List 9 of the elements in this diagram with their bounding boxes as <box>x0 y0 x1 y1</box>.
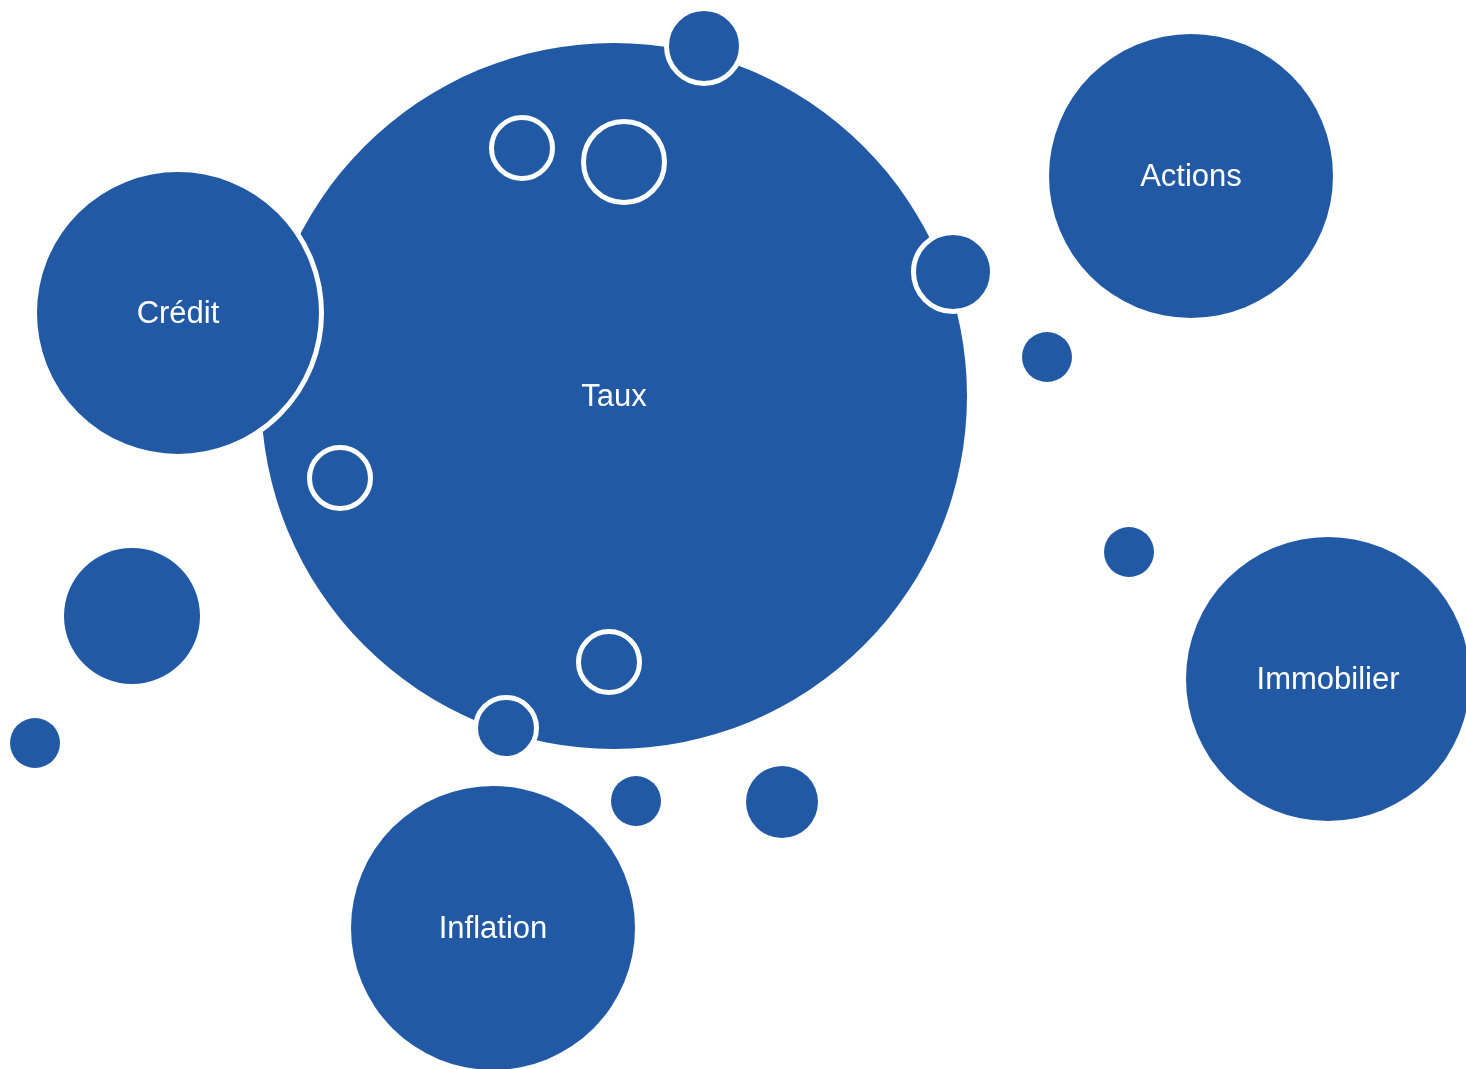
circle <box>611 776 661 826</box>
bubble-label: Immobilier <box>1256 661 1400 697</box>
bubble-label: Taux <box>581 378 647 414</box>
circle <box>1022 332 1072 382</box>
circle <box>1104 527 1154 577</box>
bubble-label: Crédit <box>136 295 220 331</box>
bubble-label: Actions <box>1140 158 1242 194</box>
circle <box>10 718 60 768</box>
bubble-label: Inflation <box>438 910 548 946</box>
